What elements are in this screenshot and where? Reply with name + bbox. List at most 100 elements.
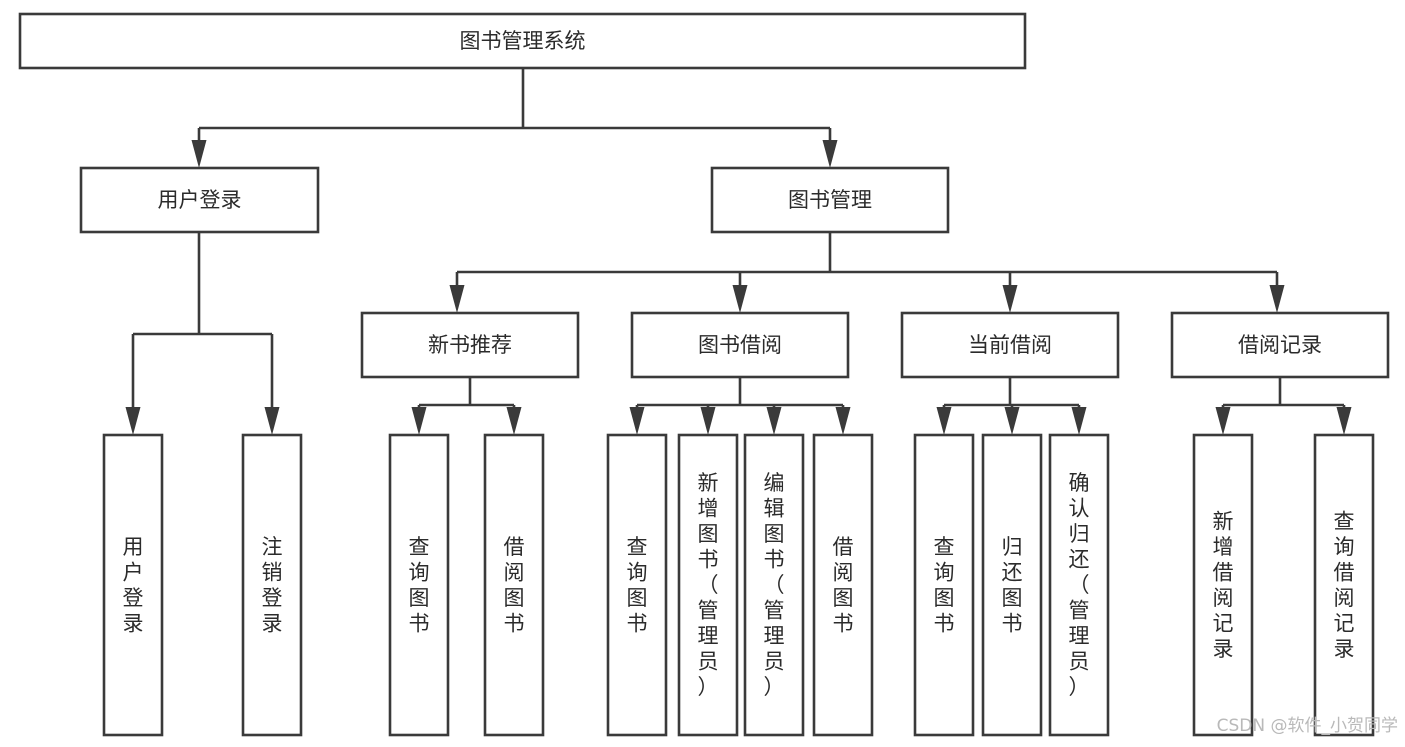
connector-group-current [944,377,1079,407]
node-box[interactable] [79,166,320,234]
connectors-layer [125,68,1352,435]
node-label: 查询借阅记录 [1334,509,1355,661]
node-box[interactable] [812,433,874,737]
arrow-head-icon [732,285,748,313]
connector-drop-18 [1336,405,1352,435]
node-label: 查询图书 [409,535,430,636]
node-box[interactable] [483,433,545,737]
node-label: 注销登录 [262,535,283,636]
node-label: 图书管理 [788,188,872,212]
connector-drop-12 [766,405,782,435]
connector-group-root [199,68,830,130]
node-box[interactable] [1192,433,1254,737]
node-leaf-records-query[interactable]: 查询借阅记录 [1313,433,1375,737]
node-label: 借阅图书 [504,535,525,636]
node-box[interactable] [1170,311,1390,379]
arrow-head-icon [822,140,838,168]
node-box[interactable] [1313,433,1375,737]
node-box[interactable] [18,12,1027,70]
node-label: 查询图书 [934,535,955,636]
node-label: 查询图书 [627,535,648,636]
connector-drop-1 [822,128,838,168]
node-leaf-newbook-query[interactable]: 查询图书 [388,433,450,737]
arrow-head-icon [835,407,851,435]
node-label: 用户登录 [123,535,144,636]
node-label: 新书推荐 [428,333,512,357]
node-leaf-current-query[interactable]: 查询图书 [913,433,975,737]
node-leaf-current-return[interactable]: 归还图书 [981,433,1043,737]
node-leaf-borrow-borrow[interactable]: 借阅图书 [812,433,874,737]
connector-group-borrow [637,377,843,407]
node-leaf-user-logout[interactable]: 注销登录 [241,433,303,737]
node-leaf-borrow-query[interactable]: 查询图书 [606,433,668,737]
connector-drop-7 [1269,272,1285,313]
connector-drop-10 [629,405,645,435]
node-label: 借阅图书 [833,535,854,636]
node-label: 新增借阅记录 [1213,509,1234,661]
arrow-head-icon [766,407,782,435]
node-box[interactable] [388,433,450,737]
node-box[interactable] [241,433,303,737]
node-box[interactable] [677,433,739,737]
nodes-layer: 图书管理系统用户登录图书管理新书推荐图书借阅当前借阅借阅记录用户登录注销登录查询… [18,12,1390,737]
arrow-head-icon [1269,285,1285,313]
node-leaf-borrow-add[interactable]: 新增图书（管理员） [677,433,739,737]
connector-drop-13 [835,405,851,435]
node-box[interactable] [360,311,580,379]
arrow-head-icon [449,285,465,313]
arrow-head-icon [700,407,716,435]
node-label: 图书管理系统 [460,29,586,53]
node-borrow[interactable]: 图书借阅 [630,311,850,379]
node-box[interactable] [1048,433,1110,737]
arrow-head-icon [191,140,207,168]
arrow-head-icon [125,407,141,435]
arrow-head-icon [506,407,522,435]
node-box[interactable] [743,433,805,737]
node-box[interactable] [102,433,164,737]
connector-drop-11 [700,405,716,435]
node-login[interactable]: 用户登录 [79,166,320,234]
node-root[interactable]: 图书管理系统 [18,12,1027,70]
arrow-head-icon [1002,285,1018,313]
node-label: 当前借阅 [968,333,1052,357]
node-label: 图书借阅 [698,333,782,357]
arrow-head-icon [1071,407,1087,435]
node-newbook[interactable]: 新书推荐 [360,311,580,379]
connector-drop-3 [264,334,280,435]
connector-group-records [1223,377,1344,407]
node-label: 归还图书 [1002,535,1023,636]
node-label: 编辑图书（管理员） [764,471,785,699]
connector-drop-0 [191,128,207,168]
node-box[interactable] [630,311,850,379]
connector-drop-4 [449,272,465,313]
node-box[interactable] [913,433,975,737]
connector-group-login [133,232,272,336]
connector-group-newbook [419,377,514,407]
csdn-watermark: CSDN @软件_小贺同学 [1217,716,1398,736]
connector-drop-5 [732,272,748,313]
connector-drop-17 [1215,405,1231,435]
node-bookmgr[interactable]: 图书管理 [710,166,950,234]
node-leaf-user-login[interactable]: 用户登录 [102,433,164,737]
node-leaf-current-confirm[interactable]: 确认归还（管理员） [1048,433,1110,737]
node-label: 新增图书（管理员） [698,471,719,699]
node-box[interactable] [606,433,668,737]
arrow-head-icon [1215,407,1231,435]
arrow-head-icon [936,407,952,435]
node-leaf-records-add[interactable]: 新增借阅记录 [1192,433,1254,737]
connector-drop-2 [125,334,141,435]
arrow-head-icon [411,407,427,435]
node-box[interactable] [981,433,1043,737]
node-leaf-borrow-edit[interactable]: 编辑图书（管理员） [743,433,805,737]
connector-drop-15 [1004,405,1020,435]
node-box[interactable] [900,311,1120,379]
node-box[interactable] [710,166,950,234]
node-current[interactable]: 当前借阅 [900,311,1120,379]
arrow-head-icon [1336,407,1352,435]
node-records[interactable]: 借阅记录 [1170,311,1390,379]
arrow-head-icon [1004,407,1020,435]
node-leaf-newbook-borrow[interactable]: 借阅图书 [483,433,545,737]
connector-group-bookmgr [457,232,1277,274]
